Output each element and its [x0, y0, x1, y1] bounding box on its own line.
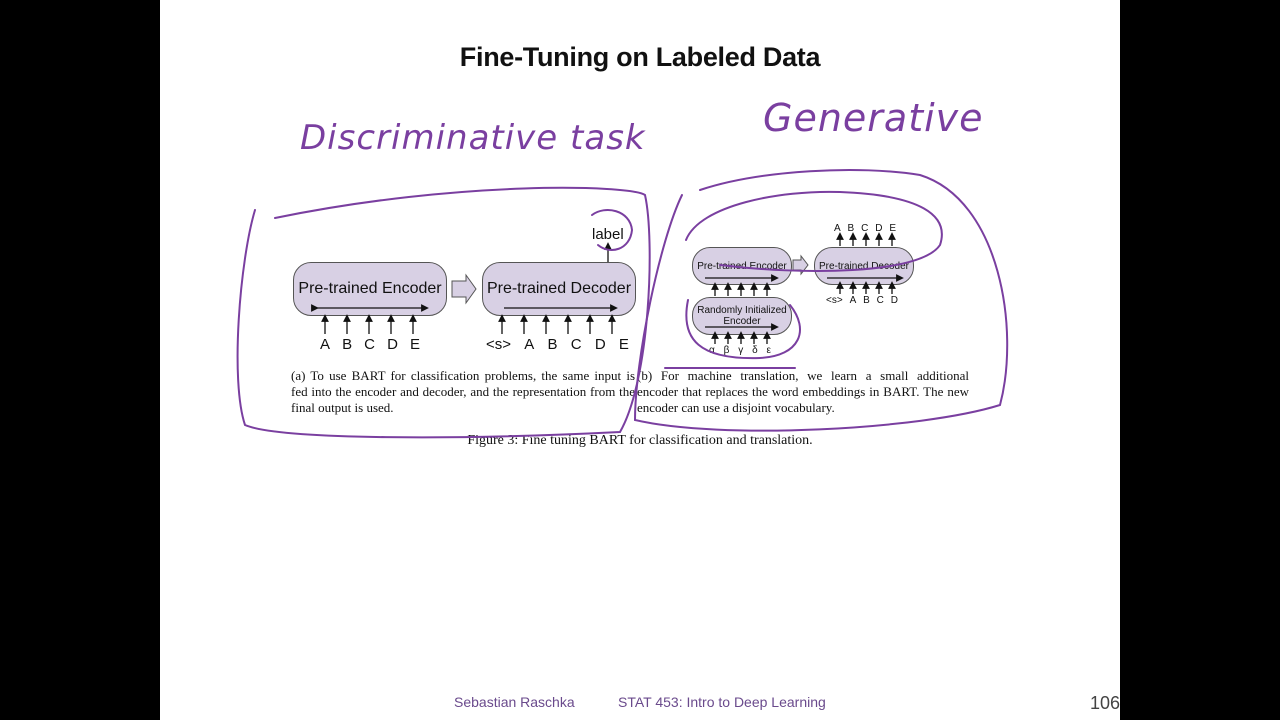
input-token: B [342, 336, 353, 353]
input-token: δ [752, 345, 758, 356]
caption-a: (a) To use BART for classification probl… [291, 368, 635, 415]
input-token: B [863, 295, 870, 306]
left-encoder-inputs: A B C D E [320, 336, 420, 353]
input-token: <s> [486, 336, 512, 353]
left-decoder-label: Pre-trained Decoder [486, 280, 632, 298]
input-token: γ [738, 345, 744, 356]
input-token: A [320, 336, 331, 353]
input-token: B [547, 336, 558, 353]
annotation-discriminative: Discriminative task [300, 118, 646, 158]
input-token: C [570, 336, 582, 353]
slide-title: Fine-Tuning on Labeled Data [459, 42, 821, 72]
input-token: A [524, 336, 535, 353]
right-encoder-label: Pre-trained Encoder [697, 260, 787, 272]
output-token: A [834, 223, 841, 234]
input-token: C [876, 295, 884, 306]
diagram-overlay [236, 169, 1009, 439]
output-token: C [861, 223, 869, 234]
input-token: E [618, 336, 629, 353]
right-decoder-label: Pre-trained Decoder [818, 260, 910, 272]
input-token: D [387, 336, 398, 353]
random-encoder-inputs: α β γ δ ε [709, 345, 771, 356]
input-token: D [890, 295, 898, 306]
label-output: label [592, 226, 624, 243]
input-token: <s> [826, 295, 843, 306]
right-decoder-outputs: A B C D E [834, 223, 896, 234]
footer-author: Sebastian Raschka [454, 694, 575, 710]
input-token: E [409, 336, 420, 353]
slide: Fine-Tuning on Labeled Data Discriminati… [160, 0, 1120, 720]
caption-b: (b) For machine translation, we learn a … [637, 368, 969, 415]
annotation-generative: Generative [763, 96, 984, 140]
random-encoder-label: Randomly Initialized Encoder [697, 305, 787, 327]
input-token: C [364, 336, 375, 353]
input-token: D [594, 336, 606, 353]
output-token: B [847, 223, 855, 234]
output-token: D [875, 223, 883, 234]
input-token: A [849, 295, 857, 306]
left-encoder-label: Pre-trained Encoder [298, 280, 442, 298]
input-token: ε [766, 345, 771, 356]
input-token: α [709, 345, 715, 356]
output-token: E [889, 223, 896, 234]
footer-course: STAT 453: Intro to Deep Learning [618, 694, 826, 710]
page-number: 106 [1089, 693, 1120, 713]
left-decoder-inputs: <s> A B C D E [486, 336, 629, 353]
right-decoder-inputs: <s> A B C D [826, 295, 898, 306]
figure-caption: Figure 3: Fine tuning BART for classific… [467, 433, 813, 448]
input-token: β [723, 345, 730, 356]
